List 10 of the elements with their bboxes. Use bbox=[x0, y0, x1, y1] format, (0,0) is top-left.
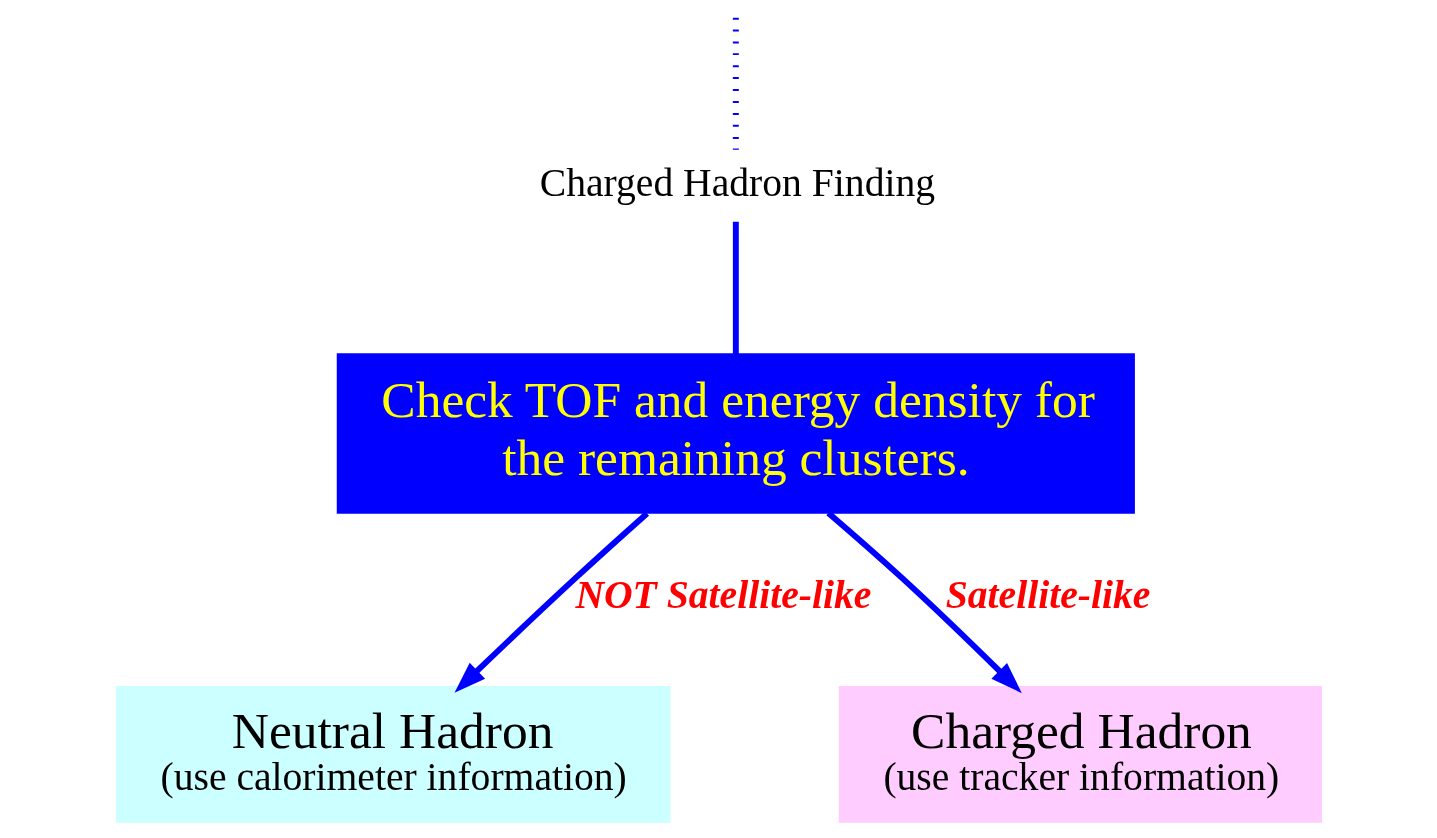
arrow bbox=[825, 510, 1022, 694]
arrow bbox=[454, 511, 649, 693]
connector bbox=[732, 221, 739, 354]
edge-label: NOT Satellite-like bbox=[574, 572, 871, 617]
node-box: Charged Hadron (use tracker information) bbox=[838, 686, 1322, 823]
edge-label: Satellite-like bbox=[945, 572, 1150, 617]
node-text: Charged Hadron Finding bbox=[539, 160, 935, 205]
connector bbox=[732, 17, 739, 150]
node-box: Neutral Hadron (use calorimeter information) bbox=[115, 686, 670, 823]
node-box: Check TOF and energy density for the remaining clusters. bbox=[336, 353, 1135, 514]
